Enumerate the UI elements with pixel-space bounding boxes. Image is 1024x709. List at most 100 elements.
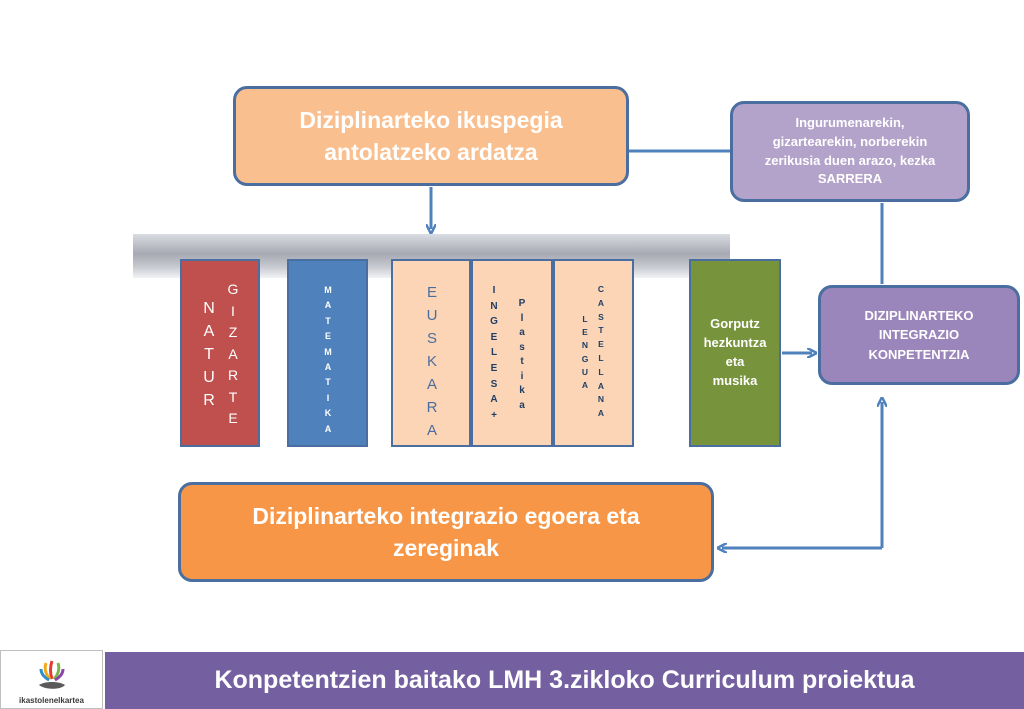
plastika-letter: l bbox=[520, 312, 524, 324]
ingelesa-letter: A bbox=[490, 394, 498, 406]
castellana-letter: A bbox=[597, 408, 605, 419]
natur-letter: N bbox=[203, 300, 215, 317]
matematika-letter: A bbox=[324, 423, 332, 434]
euskara-letter: A bbox=[426, 422, 437, 439]
plastika-letter: P bbox=[518, 298, 526, 309]
lengua-letter: L bbox=[582, 314, 588, 324]
plastika-letter: a bbox=[519, 399, 525, 411]
ingelesa-letter: E bbox=[490, 362, 498, 374]
ingelesa-letter: I bbox=[492, 285, 496, 296]
natur-letter: U bbox=[203, 369, 215, 386]
euskara-letter: R bbox=[426, 399, 438, 416]
ingelesa-letter: E bbox=[490, 331, 498, 343]
euskara-letter: E bbox=[426, 284, 437, 301]
plastika-letter: a bbox=[519, 327, 525, 338]
matematika-letter: T bbox=[325, 315, 331, 326]
euskara-letter: U bbox=[426, 307, 438, 324]
gorputz-line: Gorputz bbox=[710, 316, 760, 332]
castellana-letter: L bbox=[598, 352, 604, 363]
lengua-letter: E bbox=[582, 327, 588, 338]
matematika-letter: I bbox=[326, 392, 330, 403]
lengua-letter: U bbox=[581, 366, 589, 377]
lengua-letter: N bbox=[581, 340, 589, 351]
matematika-letter: E bbox=[324, 331, 331, 342]
tasks-box: Diziplinarteko integrazio egoera eta zer… bbox=[178, 482, 714, 582]
footer-title: Konpetentzien baitako LMH 3.zikloko Curr… bbox=[214, 666, 915, 694]
gizarte-letter: R bbox=[227, 367, 239, 383]
castellana-letter: E bbox=[598, 339, 604, 350]
competence-line: DIZIPLINARTEKO bbox=[864, 307, 974, 323]
castellana-letter: A bbox=[597, 380, 605, 391]
plastika-letter: i bbox=[520, 370, 524, 382]
axis-box-line2: antolatzeko ardatza bbox=[324, 139, 538, 165]
matematika-letter: K bbox=[324, 408, 332, 419]
ikastolen-elkartea-logo: ikastolenelkartea bbox=[0, 650, 103, 709]
gizarte-letter: I bbox=[231, 302, 235, 319]
ingelesa-letter: S bbox=[490, 378, 498, 390]
euskara-letter: S bbox=[426, 330, 437, 347]
subject-gorputz-musika: Gorputz hezkuntza eta musika bbox=[689, 259, 781, 447]
input-box-line: Ingurumenarekin, bbox=[795, 114, 905, 130]
euskara-letter: A bbox=[426, 376, 437, 393]
ingelesa-letter: G bbox=[490, 316, 498, 328]
matematika-letter: A bbox=[324, 300, 332, 311]
footer-title-band: Konpetentzien baitako LMH 3.zikloko Curr… bbox=[105, 652, 1024, 709]
gizarte-letter: T bbox=[228, 388, 238, 405]
tasks-box-line1: Diziplinarteko integrazio egoera eta bbox=[252, 502, 640, 529]
ingelesa-letter: L bbox=[490, 347, 498, 359]
gorputz-line: musika bbox=[712, 372, 758, 388]
matematika-letter: T bbox=[325, 377, 331, 388]
input-box: Ingurumenarekin, gizartearekin, norberek… bbox=[730, 101, 970, 202]
input-box-line: zerikusia duen arazo, kezka bbox=[764, 152, 936, 168]
axis-box-line1: Diziplinarteko ikuspegia bbox=[299, 106, 563, 133]
lengua-letter: A bbox=[581, 380, 589, 391]
castellana-letter: T bbox=[598, 325, 604, 336]
euskara-letter: K bbox=[426, 353, 437, 370]
gizarte-letter: Z bbox=[228, 324, 238, 340]
logo-icon bbox=[39, 660, 65, 689]
ingelesa-letter: N bbox=[490, 300, 498, 312]
competence-box: DIZIPLINARTEKO INTEGRAZIO KONPETENTZIA bbox=[818, 285, 1020, 385]
competence-line: INTEGRAZIO bbox=[878, 327, 960, 343]
gorputz-line: hezkuntza bbox=[703, 335, 767, 351]
castellana-letter: C bbox=[597, 284, 605, 294]
gizarte-letter: A bbox=[228, 345, 238, 362]
input-box-line: SARRERA bbox=[817, 171, 883, 187]
competence-line: KONPETENTZIA bbox=[868, 346, 970, 362]
gizarte-letter: G bbox=[227, 281, 239, 297]
ingelesa-letter: + bbox=[491, 409, 497, 421]
castellana-letter: A bbox=[597, 297, 605, 308]
castellana-letter: L bbox=[598, 366, 604, 377]
lengua-letter: G bbox=[581, 353, 589, 364]
natur-letter: T bbox=[204, 346, 214, 363]
castellana-letter: S bbox=[598, 311, 604, 322]
castellana-letter: N bbox=[597, 394, 605, 405]
natur-letter: A bbox=[203, 323, 215, 340]
axis-box: Diziplinarteko ikuspegia antolatzeko ard… bbox=[233, 86, 629, 186]
matematika-letter: A bbox=[324, 362, 332, 373]
logo-text: ikastolenelkartea bbox=[19, 696, 84, 705]
natur-letter: R bbox=[203, 392, 215, 409]
input-box-line: gizartearekin, norberekin bbox=[772, 133, 928, 149]
matematika-letter: M bbox=[324, 285, 332, 295]
gorputz-line: eta bbox=[725, 354, 745, 369]
plastika-letter: k bbox=[519, 385, 525, 396]
gizarte-letter: E bbox=[228, 410, 238, 426]
matematika-letter: M bbox=[324, 346, 332, 357]
plastika-letter: t bbox=[520, 356, 524, 367]
tasks-box-line2: zereginak bbox=[392, 535, 500, 561]
